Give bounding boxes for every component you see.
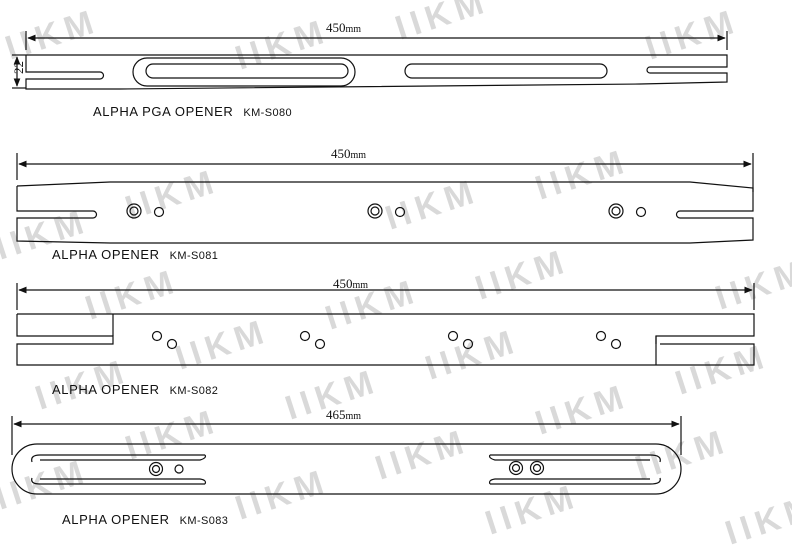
hole-outer <box>148 461 164 477</box>
part-code: KM-S083 <box>179 515 229 527</box>
watermark-text: IIKM <box>711 252 792 318</box>
part-name: ALPHA OPENER <box>52 247 160 262</box>
hole <box>394 206 406 218</box>
part-code: KM-S080 <box>243 107 293 119</box>
part-km-s082-drawing <box>16 283 755 366</box>
watermark-text: IIKM <box>531 377 634 443</box>
hole <box>314 338 326 350</box>
part-label: ALPHA OPENER KM-S081 <box>52 247 218 262</box>
part-name: ALPHA PGA OPENER <box>93 104 234 119</box>
slot-end <box>99 71 105 80</box>
slot-inner <box>145 63 349 79</box>
watermark-text: IIKM <box>671 337 774 403</box>
hole-inner <box>511 463 521 473</box>
hole <box>595 330 607 342</box>
length-dimension-text: 465mm <box>326 407 361 422</box>
watermark-text: IIKM <box>231 12 334 78</box>
hole <box>153 206 165 218</box>
hole-inner <box>532 463 542 473</box>
hole-inner <box>151 464 161 474</box>
part-code: KM-S082 <box>169 385 219 397</box>
hole-inner <box>611 206 621 216</box>
slot-end <box>92 210 98 219</box>
watermark-text: IIKM <box>471 242 574 308</box>
length-dimension-text: 450mm <box>333 276 368 291</box>
watermark-text: IIKM <box>231 462 334 528</box>
hole <box>166 338 178 350</box>
height-dimension-text: 22 <box>11 61 26 74</box>
length-dimension-text: 450mm <box>326 20 361 35</box>
slot-end <box>675 210 681 219</box>
hole-outer <box>508 460 524 476</box>
part-label: ALPHA OPENER KM-S082 <box>52 382 218 397</box>
hole-outer <box>608 203 624 219</box>
hole-outer <box>367 203 383 219</box>
watermark-text: IIKM <box>1 2 104 68</box>
part-km-s080-drawing <box>12 31 728 90</box>
part-outline <box>25 54 728 90</box>
hole-inner <box>370 206 380 216</box>
part-outline <box>11 443 682 495</box>
slot-inner <box>404 63 608 79</box>
slot <box>31 477 207 485</box>
part-km-s081-drawing <box>16 153 754 244</box>
hole <box>299 330 311 342</box>
hole <box>610 338 622 350</box>
hole-outer <box>529 460 545 476</box>
length-dimension-text: 450mm <box>331 146 366 161</box>
slot-end <box>646 66 651 74</box>
watermark-text: IIKM <box>81 262 184 328</box>
slot <box>488 477 661 485</box>
hole-outer <box>126 203 142 219</box>
part-km-s083-drawing <box>11 416 682 495</box>
hole <box>151 330 163 342</box>
watermark-text: IIKM <box>391 0 494 48</box>
watermark-text: IIKM <box>531 142 634 208</box>
watermark-text: IIKM <box>121 402 224 468</box>
hole <box>462 338 474 350</box>
hole <box>174 464 184 474</box>
watermark-text: IIKM <box>421 322 524 388</box>
part-name: ALPHA OPENER <box>62 512 170 527</box>
watermark-text: IIKM <box>171 312 274 378</box>
slot-outer <box>132 57 356 87</box>
part-outline <box>16 313 755 366</box>
slot <box>31 454 207 463</box>
hole <box>635 206 647 218</box>
watermark-text: IIKM <box>481 477 584 543</box>
part-code: KM-S081 <box>169 250 219 262</box>
watermark-text: IIKM <box>0 452 94 518</box>
watermark-text: IIKM <box>721 487 792 553</box>
hole <box>447 330 459 342</box>
part-name: ALPHA OPENER <box>52 382 160 397</box>
part-label: ALPHA PGA OPENER KM-S080 <box>93 104 292 119</box>
watermark-text: IIKM <box>371 422 474 488</box>
watermark-text: IIKM <box>641 2 744 68</box>
slot <box>488 454 661 463</box>
hole-inner <box>129 206 139 216</box>
part-label: ALPHA OPENER KM-S083 <box>62 512 228 527</box>
part-outline <box>16 181 754 244</box>
